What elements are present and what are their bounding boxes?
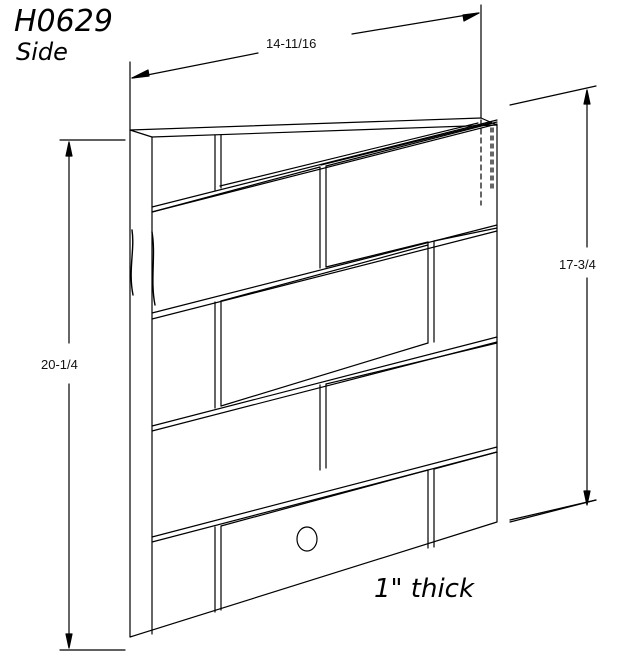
part-number: H0629 <box>14 4 113 39</box>
width-dimension-line-right <box>351 12 480 35</box>
thickness-note: 1" thick <box>374 574 475 604</box>
short-height-ext-top <box>509 85 597 106</box>
arrow-left-icon <box>131 69 150 79</box>
overall-height-label: 20-1/4 <box>41 357 78 372</box>
edge-mark <box>130 229 134 296</box>
circle-hole-icon <box>296 526 318 552</box>
width-dimension-line-left <box>131 52 259 79</box>
top-diagonal-edge-1 <box>219 122 479 187</box>
top-diagonal-edge-2 <box>320 122 491 166</box>
view-label: Side <box>16 38 68 66</box>
arrow-up-icon <box>65 141 73 157</box>
arrow-down-icon <box>583 490 591 506</box>
width-dimension-label: 14-11/16 <box>266 36 317 51</box>
arrow-right-icon <box>462 12 480 22</box>
arrow-up-icon <box>583 89 591 105</box>
panel-outline <box>129 117 498 638</box>
mortar-line <box>151 166 321 213</box>
arrow-down-icon <box>65 633 73 649</box>
mortar-line <box>151 123 498 213</box>
thickness-ext <box>509 499 597 523</box>
mortar-line <box>151 119 498 208</box>
short-height-label: 17-3/4 <box>559 257 596 272</box>
